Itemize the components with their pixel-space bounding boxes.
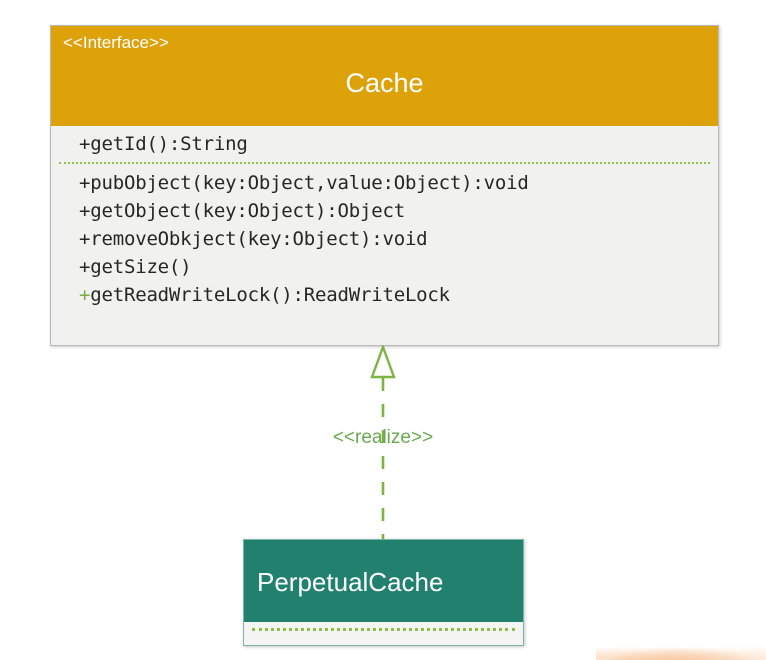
class-header-perpetualcache: PerpetualCache bbox=[244, 540, 523, 622]
member-signature: getReadWriteLock():ReadWriteLock bbox=[90, 284, 450, 306]
hollow-triangle-arrowhead bbox=[370, 345, 396, 379]
member-signature: getObject(key:Object):Object bbox=[90, 200, 405, 222]
compartment-separator bbox=[59, 162, 710, 164]
class-box-cache[interactable]: <<Interface>> Cache +getId():String +pub… bbox=[50, 25, 719, 346]
class-compartment-operations: +pubObject(key:Object,value:Object):void… bbox=[51, 169, 718, 309]
member-row[interactable]: +pubObject(key:Object,value:Object):void bbox=[51, 169, 718, 197]
realization-connector[interactable] bbox=[343, 345, 423, 541]
visibility-marker: + bbox=[79, 284, 91, 306]
visibility-marker: + bbox=[79, 133, 91, 155]
compartment-separator bbox=[252, 628, 515, 631]
member-row[interactable]: +getObject(key:Object):Object bbox=[51, 197, 718, 225]
member-row[interactable]: +removeObkject(key:Object):void bbox=[51, 225, 718, 253]
class-header-cache: <<Interface>> Cache bbox=[51, 26, 718, 126]
class-body-perpetualcache bbox=[244, 622, 523, 645]
visibility-marker: + bbox=[79, 228, 91, 250]
member-row[interactable]: +getReadWriteLock():ReadWriteLock bbox=[51, 281, 718, 309]
visibility-marker: + bbox=[79, 172, 91, 194]
visibility-marker: + bbox=[79, 256, 91, 278]
member-signature: pubObject(key:Object,value:Object):void bbox=[90, 172, 529, 194]
member-signature: removeObkject(key:Object):void bbox=[90, 228, 428, 250]
class-compartment-attributes: +getId():String bbox=[51, 130, 718, 158]
class-box-perpetualcache[interactable]: PerpetualCache bbox=[243, 539, 524, 646]
class-stereotype-interface: <<Interface>> bbox=[63, 33, 169, 52]
class-name-cache: Cache bbox=[345, 68, 424, 98]
member-row[interactable]: +getSize() bbox=[51, 253, 718, 281]
class-body-cache: +getId():String +pubObject(key:Object,va… bbox=[51, 126, 718, 345]
member-row[interactable]: +getId():String bbox=[51, 130, 718, 158]
member-signature: getSize() bbox=[90, 256, 192, 278]
relationship-label-realize: <<realize>> bbox=[332, 427, 434, 448]
class-name-perpetualcache: PerpetualCache bbox=[257, 567, 444, 597]
visibility-marker: + bbox=[79, 200, 91, 222]
member-signature: getId():String bbox=[90, 133, 248, 155]
